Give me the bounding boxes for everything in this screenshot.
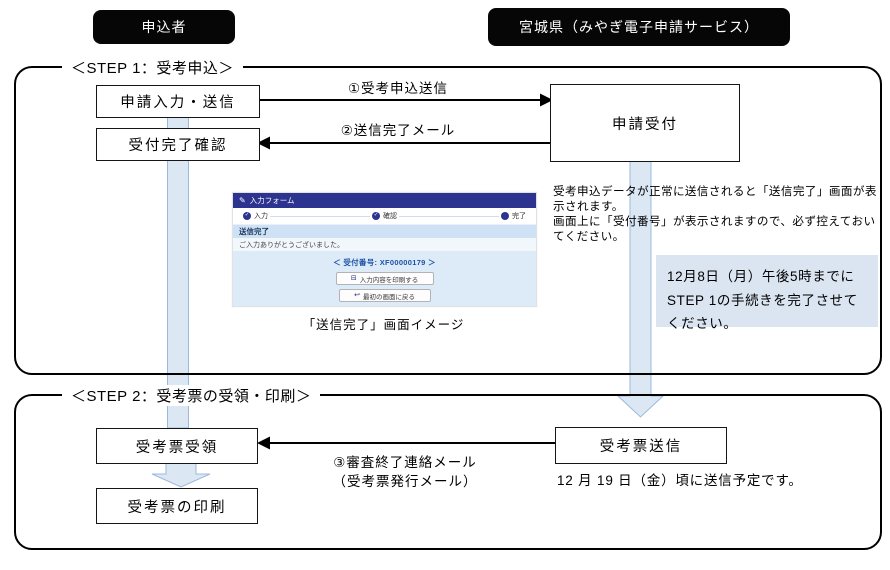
progress-step-label: 完了 xyxy=(512,213,526,220)
check-icon: ✓ xyxy=(243,212,251,220)
back-button-label: 最初の画面に戻る xyxy=(362,293,415,301)
arrow3-head xyxy=(257,436,270,450)
screenshot-caption: 「送信完了」画面イメージ xyxy=(302,318,465,332)
arrow3-label-line2: （受考票発行メール） xyxy=(332,474,478,489)
node-ticket-receive: 受考票受領 xyxy=(96,428,258,464)
progress-step-label: 入力 xyxy=(254,213,268,220)
back-to-first-screen-button: ↩ 最初の画面に戻る xyxy=(338,289,431,302)
completion-screen-image: ✎ 入力フォーム ✓ 入力 ✓ 確認 完了 送信完了 ご入力ありがとうございまし… xyxy=(232,192,537,307)
progress-step-input: ✓ 入力 xyxy=(241,211,270,221)
node-reception-complete-check: 受付完了確認 xyxy=(96,128,260,161)
pencil-form-icon: ✎ xyxy=(239,195,246,205)
node-ticket-print: 受考票の印刷 xyxy=(96,488,258,524)
submission-note-line1: 受考申込データが正常に送信されると「送信完了」画面が表示されます。 xyxy=(553,185,877,213)
node-application-input-send: 申請入力・送信 xyxy=(96,85,260,118)
arrow2-head xyxy=(257,136,270,150)
arrow1-label: ①受考申込送信 xyxy=(347,81,449,96)
arrow2-label: ②送信完了メール xyxy=(340,123,456,138)
submission-note-line2: 画面上に「受付番号」が表示されますので、必ず控えておいてください。 xyxy=(553,215,876,243)
status-bar: 送信完了 xyxy=(233,224,536,238)
print-button-label: 入力内容を印刷する xyxy=(359,276,419,284)
progress-step-label: 確認 xyxy=(383,213,397,220)
send-schedule-note: 12 月 19 日（金）頃に送信予定です。 xyxy=(557,473,803,488)
step2-down-arrow xyxy=(151,461,211,488)
form-header-title: 入力フォーム xyxy=(249,196,295,205)
deadline-callout: 12月8日（月）午後5時までにSTEP 1の手続きを完了させてください。 xyxy=(656,255,878,331)
print-contents-button: ⊟ 入力内容を印刷する xyxy=(335,272,434,285)
step1-title: ＜STEP 1：受考申込＞ xyxy=(62,57,243,78)
receipt-number: ＜ 受付番号: XF00000179 ＞ xyxy=(333,258,436,267)
check-icon: ✓ xyxy=(372,212,380,220)
actor-service: 宮城県（みやぎ電子申請サービス） xyxy=(488,8,790,46)
node-application-reception: 申請受付 xyxy=(550,84,740,162)
printer-icon: ⊟ xyxy=(350,275,357,282)
arrow3-label-line1: ③審査終了連絡メール xyxy=(333,455,477,470)
back-icon: ↩ xyxy=(354,292,360,299)
submission-note: 受考申込データが正常に送信されると「送信完了」画面が表示されます。 画面上に「受… xyxy=(553,184,887,244)
current-step-icon xyxy=(501,212,509,220)
form-header: ✎ 入力フォーム xyxy=(233,193,536,208)
progress-step-confirm: ✓ 確認 xyxy=(370,211,399,221)
progress-steps: ✓ 入力 ✓ 確認 完了 xyxy=(233,208,536,224)
receipt-panel: ＜ 受付番号: XF00000179 ＞ ⊟ 入力内容を印刷する ↩ 最初の画面… xyxy=(233,251,536,306)
progress-step-complete: 完了 xyxy=(499,211,528,221)
service-flow-arrow xyxy=(616,159,665,418)
arrow1-head xyxy=(540,93,553,107)
step2-title: ＜STEP 2：受考票の受領・印刷＞ xyxy=(62,385,321,406)
arrow3-label: ③審査終了連絡メール （受考票発行メール） xyxy=(305,453,505,491)
thanks-message: ご入力ありがとうございました。 xyxy=(233,238,536,251)
node-ticket-send: 受考票送信 xyxy=(555,427,727,464)
actor-applicant: 申込者 xyxy=(93,10,235,44)
